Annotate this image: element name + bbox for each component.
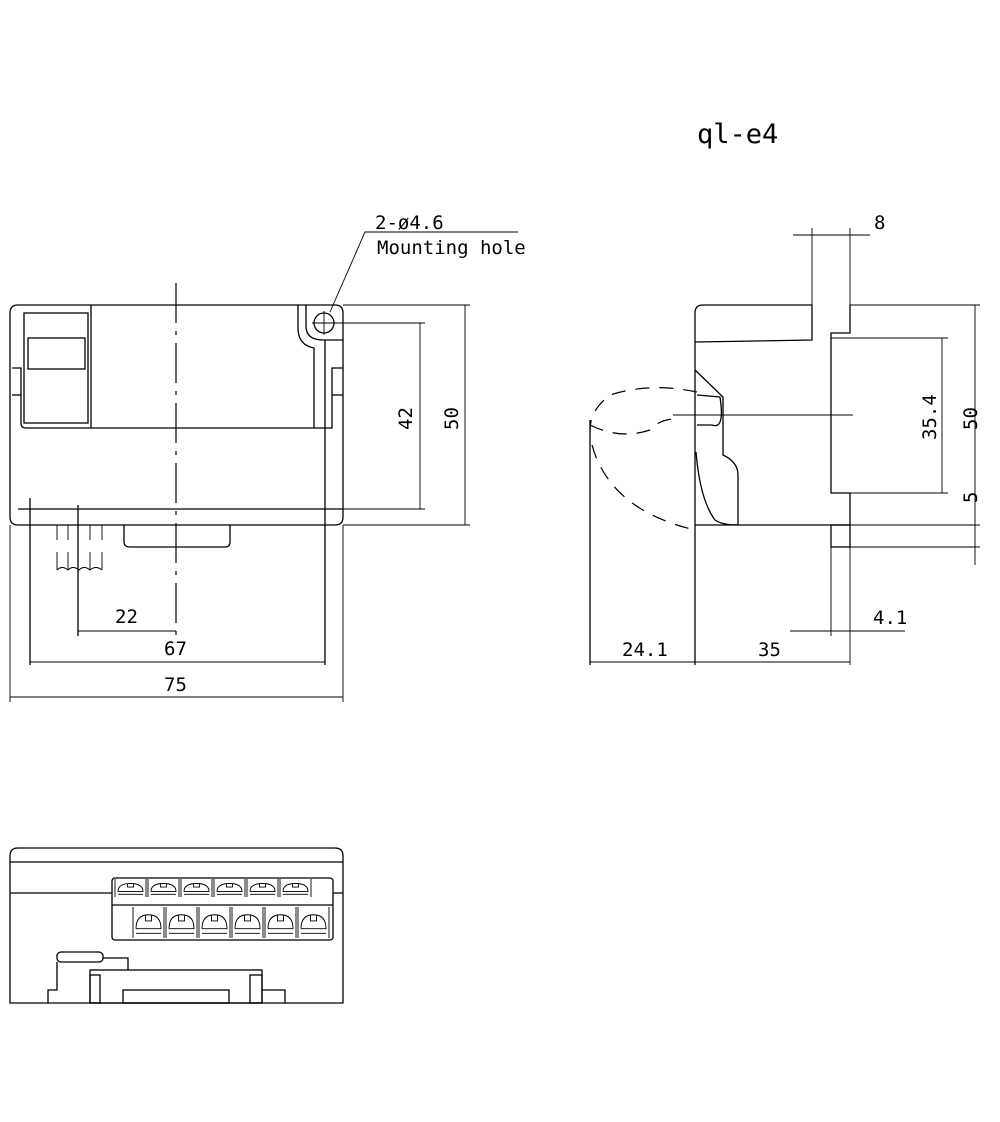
dim-50-front: 50 — [441, 407, 463, 430]
terminal-screw — [246, 879, 279, 897]
dim-5: 5 — [960, 492, 982, 503]
dim-42: 42 — [395, 407, 417, 430]
terminal-screw — [147, 879, 180, 897]
dim-35: 35 — [758, 639, 781, 661]
terminal-screw — [279, 879, 312, 897]
display-frame — [23, 312, 89, 424]
terminal-screw — [165, 907, 198, 938]
display-window — [27, 337, 86, 370]
side-view: 8 35.4 50 5 24.1 35 4.1 — [589, 212, 982, 665]
dim-4-1: 4.1 — [873, 607, 907, 629]
terminal-screw — [114, 879, 147, 897]
dim-8: 8 — [874, 212, 885, 234]
terminal-row-upper — [114, 879, 312, 897]
drawing-title: ql-e4 — [697, 119, 778, 150]
terminal-screw — [180, 879, 213, 897]
terminal-screw — [231, 907, 264, 938]
front-outline — [9, 304, 344, 526]
terminal-screw — [132, 907, 165, 938]
terminal-screw — [213, 879, 246, 897]
terminal-screw — [297, 907, 330, 938]
terminal-block — [111, 877, 334, 941]
hole-note: Mounting hole — [377, 237, 526, 259]
hole-label: 2-ø4.6 — [375, 212, 444, 234]
dim-24-1: 24.1 — [622, 639, 668, 661]
terminal-row-lower — [132, 907, 330, 938]
front-view: 2-ø4.6 Mounting hole 42 50 22 67 75 — [9, 212, 526, 702]
dim-50-side: 50 — [960, 407, 982, 430]
dim-75: 75 — [164, 674, 187, 696]
bottom-view — [9, 847, 344, 1004]
terminal-screw — [264, 907, 297, 938]
dim-67: 67 — [164, 638, 187, 660]
dim-22: 22 — [115, 606, 138, 628]
pin-connector — [56, 951, 104, 963]
terminal-screw — [198, 907, 231, 938]
dim-35-4: 35.4 — [919, 394, 941, 440]
